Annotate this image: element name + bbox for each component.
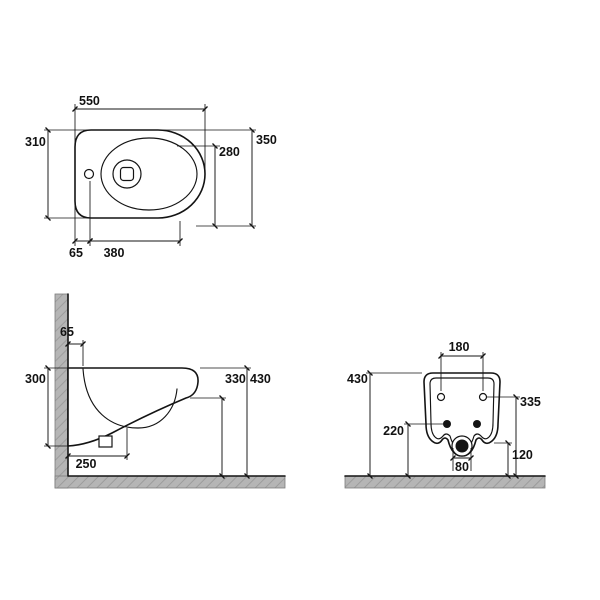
dim-top-depth-right: 350 bbox=[162, 127, 277, 229]
dim-label-430-front: 430 bbox=[347, 372, 368, 386]
dim-label-280: 280 bbox=[219, 145, 240, 159]
wall-section bbox=[54, 293, 69, 489]
dim-front-rim-height: 430 bbox=[347, 370, 422, 479]
dim-label-430-side: 430 bbox=[250, 372, 271, 386]
mount-hole-left bbox=[436, 392, 446, 402]
mount-hole-right bbox=[478, 392, 488, 402]
side-view: 65 300 330 430 250 bbox=[25, 293, 286, 489]
dim-top-depth-left: 310 bbox=[25, 127, 89, 221]
bidet-top-bowl bbox=[100, 137, 198, 211]
dim-top-bowl-depth: 280 bbox=[177, 143, 240, 229]
floor-section bbox=[54, 475, 286, 489]
wall-floor-face bbox=[67, 293, 286, 477]
dim-label-380: 380 bbox=[104, 246, 125, 260]
dim-front-hole-height: 335 bbox=[487, 394, 541, 479]
tap-fixture bbox=[119, 166, 135, 182]
dim-label-250: 250 bbox=[76, 457, 97, 471]
dim-label-180: 180 bbox=[449, 340, 470, 354]
dim-label-330: 330 bbox=[225, 372, 246, 386]
dim-label-120: 120 bbox=[512, 448, 533, 462]
dim-top-inlet-offset: 65 bbox=[69, 181, 93, 260]
fixing-bolt-left bbox=[443, 420, 451, 428]
dim-front-fixing-height: 220 bbox=[383, 421, 443, 479]
drain-outlet bbox=[455, 439, 469, 453]
floor-section-front bbox=[344, 475, 546, 489]
dim-label-65-side: 65 bbox=[60, 325, 74, 339]
dim-front-hole-spacing: 180 bbox=[438, 340, 486, 391]
dim-label-335: 335 bbox=[520, 395, 541, 409]
drain-trap bbox=[98, 435, 113, 448]
fixing-bolt-right bbox=[473, 420, 481, 428]
bidet-side-profile bbox=[67, 367, 199, 447]
dim-label-80: 80 bbox=[455, 460, 469, 474]
dim-label-65: 65 bbox=[69, 246, 83, 260]
dim-side-rim-height: 430 bbox=[200, 365, 271, 479]
front-view: 430 180 335 220 120 80 bbox=[344, 340, 546, 489]
dim-label-310: 310 bbox=[25, 135, 46, 149]
dim-label-550: 550 bbox=[79, 94, 100, 108]
inlet-hole bbox=[83, 168, 95, 180]
dim-top-overall-width: 550 bbox=[72, 94, 208, 172]
dim-top-tap-to-drain: 380 bbox=[87, 221, 183, 260]
bidet-side-bowl bbox=[82, 368, 178, 429]
top-view: 550 310 350 280 65 380 bbox=[25, 94, 277, 260]
dim-side-underside-height: 330 bbox=[190, 372, 246, 479]
dim-label-300: 300 bbox=[25, 372, 46, 386]
dim-side-drain-offset: 250 bbox=[65, 428, 130, 471]
dim-front-drain-diameter: 80 bbox=[450, 448, 474, 474]
dim-label-220: 220 bbox=[383, 424, 404, 438]
dim-side-tap-offset: 65 bbox=[60, 325, 86, 366]
bidet-front-inner-contour bbox=[429, 377, 495, 451]
dim-side-body-depth: 300 bbox=[25, 365, 68, 449]
dim-label-350: 350 bbox=[256, 133, 277, 147]
dim-front-skirt-height: 120 bbox=[494, 440, 533, 479]
